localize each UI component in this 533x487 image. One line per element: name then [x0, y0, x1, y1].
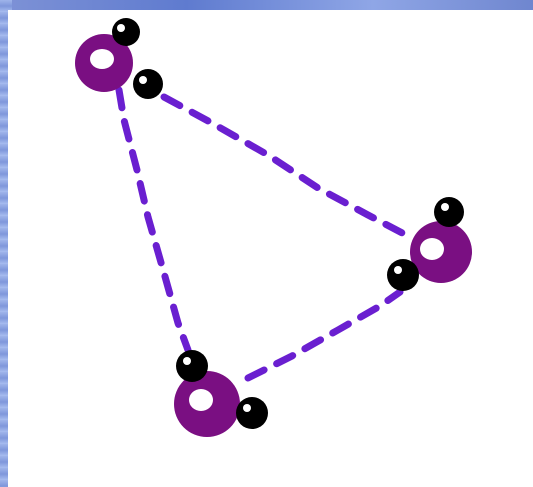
- hydrogen-highlight: [139, 76, 147, 84]
- hydrogen-atom: [387, 259, 419, 291]
- hydrogen-bonds: [119, 90, 406, 378]
- hydrogen-highlight: [243, 404, 251, 412]
- oxygen-highlight: [420, 238, 444, 260]
- hydrogen-atom: [176, 350, 208, 382]
- water-molecule-top-left: [75, 18, 163, 99]
- hydrogen-highlight: [441, 203, 449, 211]
- water-molecule-right: [387, 197, 472, 291]
- bond-top-left-to-bottom: [119, 90, 188, 350]
- hydrogen-atom: [434, 197, 464, 227]
- bond-bottom-to-right: [248, 292, 400, 378]
- hydrogen-highlight: [117, 24, 125, 32]
- water-molecule-bottom: [174, 350, 268, 437]
- oxygen-highlight: [90, 49, 114, 69]
- bond-top-left-to-right: [164, 97, 406, 235]
- hydrogen-atom: [236, 397, 268, 429]
- hydrogen-highlight: [183, 357, 191, 365]
- hydrogen-atom: [133, 69, 163, 99]
- hydrogen-highlight: [394, 266, 402, 274]
- oxygen-highlight: [189, 389, 213, 411]
- hydrogen-atom: [112, 18, 140, 46]
- diagram-canvas: [8, 10, 533, 487]
- water-molecules-diagram: [8, 10, 533, 487]
